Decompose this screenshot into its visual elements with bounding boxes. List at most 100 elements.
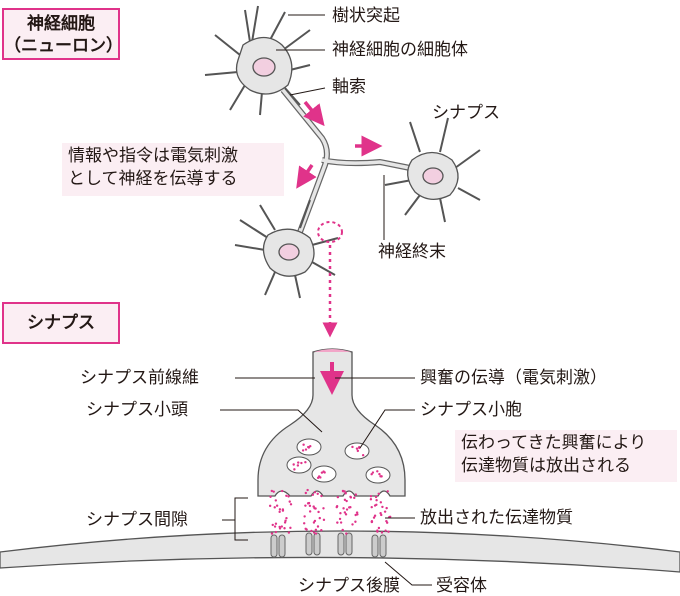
transmitter-dot [274,522,278,525]
transmitter-dot [375,503,378,506]
transmitter-dot [313,519,317,523]
transmitter-dot [304,504,307,507]
transmitter-dot [355,447,359,450]
label-vesicle: シナプス小胞 [420,400,522,420]
transmitter-dot [309,444,312,448]
transmitter-dot [273,525,277,528]
nucleus-top [252,57,276,77]
transmitter-dot [351,523,354,526]
label-cell-body: 神経細胞の細胞体 [332,40,468,60]
transmitter-dot [343,511,347,514]
transmitter-dot [322,507,325,510]
transmitter-dot [306,488,309,492]
neuron-right [384,117,481,223]
label-nerve-terminal: 神経終末 [378,242,446,262]
transmitter-dot [351,445,354,449]
transmitter-dot [339,512,342,515]
synapse-note-line2: 伝達物質は放出される [461,456,631,476]
label-synaptic-cleft: シナプス間隙 [86,510,188,530]
transmitter-dot [369,498,373,501]
synapse-note-line1: 伝わってきた興奮により [461,433,647,453]
neuron-top [204,5,311,116]
transmitter-dot [344,492,347,495]
transmitter-dot [343,490,346,493]
transmitter-dot [270,489,273,493]
transmitter-dot [385,521,389,524]
transmitter-dot [370,519,374,523]
transmitter-dot [349,496,353,499]
transmitter-dot [320,529,323,532]
transmitter-dot [376,529,379,532]
transmitter-dot [378,472,381,476]
transmitter-dot [268,504,272,508]
transmitter-dot [387,530,390,533]
transmitter-dot [335,505,338,509]
transmitter-dot [322,470,325,473]
neuron-title-line2: （ニューロン） [4,36,123,56]
transmitter-dot [354,520,357,523]
transmitter-dot [379,511,382,515]
transmitter-dot [388,515,392,519]
transmitter-dot [270,532,274,535]
transmitter-dot [313,491,317,494]
label-postsynaptic-membrane: シナプス後膜 [298,576,400,596]
transmitter-dot [308,510,312,513]
transmitter-dot [304,461,307,464]
transmitter-dot [383,510,387,513]
transmitter-dot [273,506,276,509]
transmitter-dot [354,513,357,517]
transmitter-dot [316,525,320,528]
transmitter-dot [322,518,326,522]
transmitter-dot [353,496,356,500]
transmitter-dot [355,511,359,514]
nucleus-bottom [278,243,300,261]
transmitter-dot [376,470,379,473]
transmitter-dot [287,495,290,498]
transmitter-dot [381,505,384,509]
leader-lines-bottom [220,377,432,586]
transmitter-dot [303,515,306,518]
transmitter-dot [356,449,360,453]
transmitter-dot [281,509,285,512]
synapse-highlight-circle [317,221,343,243]
transmitter-dot [372,516,376,519]
signal-arrows [296,100,383,189]
transmitter-dot [361,454,365,457]
transmitter-dot [336,521,339,524]
label-receptor: 受容体 [436,576,487,596]
transmitter-dot [314,528,318,532]
neuron-bottom [234,199,339,299]
transmitter-dot [385,506,388,510]
transmitter-dot [317,510,320,514]
transmitter-dot [314,507,317,510]
label-presynaptic-fiber: シナプス前線維 [80,368,199,388]
transmitter-dot [312,531,316,534]
transmitter-dot [274,530,278,534]
synapse-title-box: シナプス [2,302,120,344]
transmitter-dot [300,461,303,465]
transmitter-dot [374,495,378,499]
transmitter-dot [278,508,282,511]
transmitter-dot [342,507,345,510]
transmitter-dot [345,508,349,511]
transmitter-dot [292,463,295,466]
transmitter-dot [283,527,286,530]
synaptic-vesicles [286,438,391,484]
neuron-title-line1: 神経細胞 [27,14,95,34]
transmitter-dot [287,531,291,534]
transmitter-dot [312,505,315,508]
transmitter-dot [318,516,321,520]
transmitter-dot [369,495,373,498]
transmitter-dot [370,473,373,476]
transmitter-dot [345,532,348,535]
transmitter-dot [305,528,308,531]
synapse-note: 伝わってきた興奮により 伝達物質は放出される [455,430,677,482]
transmitter-dot [304,448,308,451]
transmitter-dot [293,468,296,471]
transmitter-dot [319,476,322,479]
transmitter-dot [375,498,378,502]
transmitter-dot [380,531,384,534]
label-synapse: シナプス [432,103,500,123]
